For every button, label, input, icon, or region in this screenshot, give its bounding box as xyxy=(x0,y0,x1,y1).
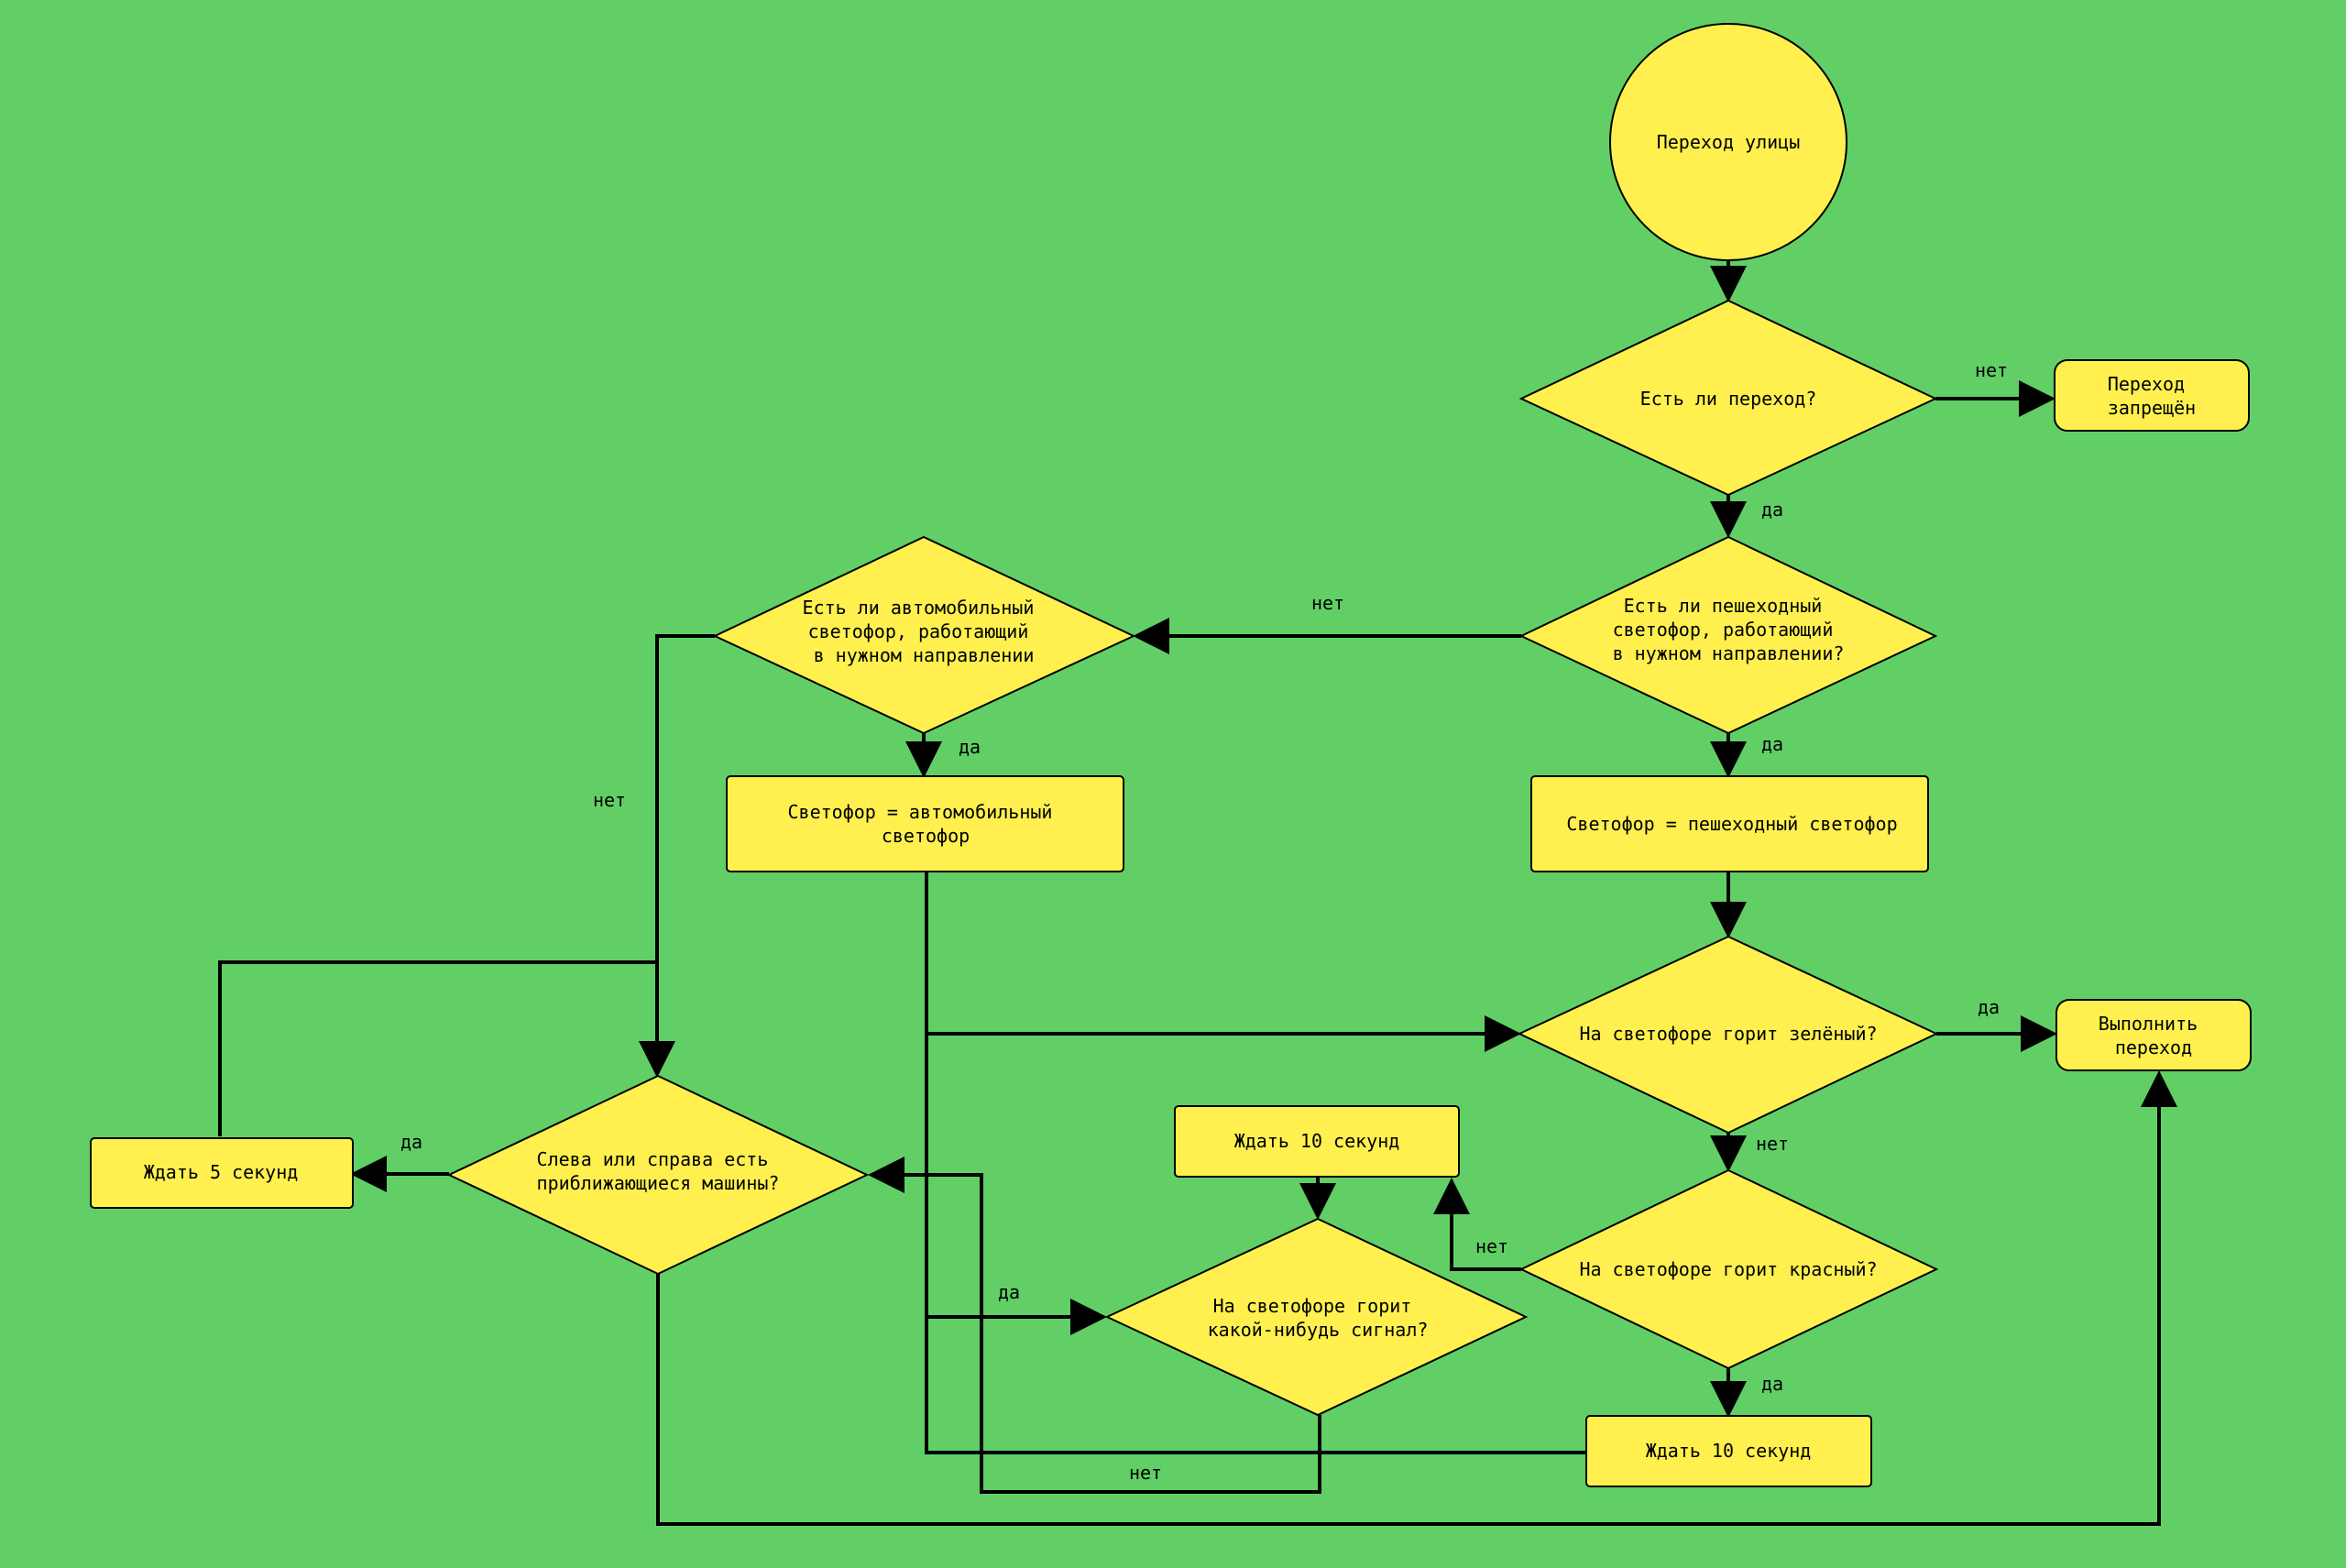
node-red-line: На светофоре горит красный? xyxy=(1579,1258,1877,1280)
box-wait10-top: Ждать 10 секунд xyxy=(1174,1105,1460,1178)
edge-label-crossing-no: нет xyxy=(1975,359,2008,381)
node-do-cross-line-2: переход xyxy=(2115,1036,2192,1058)
node-ped-light-line-2: светофор, работающий xyxy=(1613,619,1834,641)
node-wait10-bottom-label: Ждать 10 секунд xyxy=(1646,1440,1812,1462)
rect-forbidden xyxy=(2054,359,2250,432)
rect-set-ped-light xyxy=(1530,775,1929,872)
edge-signal-no-cars xyxy=(868,1157,1321,1494)
diamond-crossing-exists xyxy=(1518,299,1938,497)
node-cars-approaching-line-2: приближающиеся машины? xyxy=(537,1172,780,1194)
node-forbidden-line-2: запрещён xyxy=(2108,397,2196,419)
node-wait10-top-label: Ждать 10 секунд xyxy=(1234,1130,1400,1152)
rect-wait10-bottom xyxy=(1585,1415,1872,1487)
diamond-green xyxy=(1517,935,1939,1135)
decision-car-light: Есть ли автомобильный светофор, работающ… xyxy=(712,535,1136,735)
node-red-label: На светофоре горит красный? xyxy=(1579,1258,1877,1280)
rect-set-car-light xyxy=(726,775,1124,872)
edges xyxy=(218,261,2177,1526)
box-do-cross: Выполнить переход xyxy=(2055,999,2252,1071)
node-cars-approaching-label: Слева или справа есть приближающиеся маш… xyxy=(537,1148,780,1194)
edge-label-green-no: нет xyxy=(1756,1133,1789,1155)
edge-label-signal-yes: да xyxy=(998,1281,1020,1303)
rect-wait5 xyxy=(90,1137,354,1209)
node-car-light-label: Есть ли автомобильный светофор, работающ… xyxy=(803,597,1046,666)
node-car-light-line-2: светофор, работающий xyxy=(808,620,1029,642)
node-any-signal-label: На светофоре горит какой-нибудь сигнал? xyxy=(1208,1295,1429,1341)
edge-red-no-wait10 xyxy=(1433,1178,1521,1271)
node-cars-approaching-line-1: Слева или справа есть xyxy=(537,1148,769,1170)
node-do-cross-line-1: Выполнить xyxy=(2099,1013,2198,1035)
decision-ped-light: Есть ли пешеходный светофор, работающий … xyxy=(1518,535,1938,735)
edge-label-red-no: нет xyxy=(1475,1235,1508,1257)
edge-label-ped-yes: да xyxy=(1761,733,1783,755)
decision-red: На светофоре горит красный? xyxy=(1518,1168,1939,1370)
node-green-line: На светофоре горит зелёный? xyxy=(1579,1023,1877,1045)
edge-wait10b-loop xyxy=(925,1317,1585,1454)
node-forbidden-label: Переход запрещён xyxy=(2108,373,2196,419)
node-wait5-label: Ждать 5 секунд xyxy=(144,1161,299,1183)
decision-cars-approaching: Слева или справа есть приближающиеся маш… xyxy=(446,1074,870,1276)
edge-label-crossing-yes: да xyxy=(1761,499,1783,521)
node-set-car-light-line-1: Светофор = автомобильный xyxy=(787,801,1052,823)
node-wait10-top-line: Ждать 10 секунд xyxy=(1234,1130,1400,1152)
node-ped-light-line-1: Есть ли пешеходный xyxy=(1624,595,1823,617)
node-set-car-light-label: Светофор = автомобильный светофор xyxy=(787,801,1063,847)
node-start-label: Переход улицы xyxy=(1657,131,1801,153)
edge-label-ped-no: нет xyxy=(1311,592,1344,614)
node-wait10-bottom-line: Ждать 10 секунд xyxy=(1646,1440,1812,1462)
edge-label-car-no: нет xyxy=(593,789,626,811)
edge-label-green-yes: да xyxy=(1978,996,2000,1018)
box-forbidden: Переход запрещён xyxy=(2054,359,2250,432)
rect-do-cross xyxy=(2055,999,2252,1071)
node-wait5-line: Ждать 5 секунд xyxy=(144,1161,299,1183)
node-set-car-light-line-2: светофор xyxy=(882,825,970,847)
diamond-any-signal xyxy=(1104,1217,1529,1417)
start-circle xyxy=(1609,23,1847,261)
node-ped-light-line-3: в нужном направлении? xyxy=(1613,642,1845,664)
box-wait5: Ждать 5 секунд xyxy=(90,1137,354,1209)
edge-label-cars-yes: да xyxy=(400,1131,422,1153)
node-ped-light-label: Есть ли пешеходный светофор, работающий … xyxy=(1613,595,1845,664)
node-car-light-line-1: Есть ли автомобильный xyxy=(803,597,1035,619)
node-green-label: На светофоре горит зелёный? xyxy=(1579,1023,1877,1045)
rect-wait10-top xyxy=(1174,1105,1460,1178)
node-crossing-exists-label: Есть ли переход? xyxy=(1640,388,1817,410)
decision-any-signal: На светофоре горит какой-нибудь сигнал? xyxy=(1104,1217,1529,1417)
node-start-line: Переход улицы xyxy=(1657,131,1801,153)
box-wait10-bottom: Ждать 10 секунд xyxy=(1585,1415,1872,1487)
box-set-ped-light: Светофор = пешеходный светофор xyxy=(1530,775,1929,872)
edge-cars-no-cross xyxy=(656,1070,2177,1526)
edge-labels: нет да нет да да нет да нет нет да да не… xyxy=(400,359,2008,1484)
node-forbidden-line-1: Переход xyxy=(2108,373,2185,395)
diamond-red xyxy=(1518,1168,1939,1370)
diamond-ped-light xyxy=(1518,535,1938,735)
edge-label-car-yes: да xyxy=(959,736,981,758)
node-car-light-line-3: в нужном направлении xyxy=(814,644,1035,666)
edge-wait5-loop xyxy=(218,960,657,1136)
edge-car-no-cars xyxy=(639,634,715,1078)
node-any-signal-line-1: На светофоре горит xyxy=(1213,1295,1412,1317)
box-set-car-light: Светофор = автомобильный светофор xyxy=(726,775,1124,872)
node-any-signal-line-2: какой-нибудь сигнал? xyxy=(1208,1319,1429,1341)
decision-green: На светофоре горит зелёный? xyxy=(1517,935,1939,1135)
diamond-car-light xyxy=(712,535,1136,735)
node-do-cross-label: Выполнить переход xyxy=(2099,1013,2209,1058)
node-set-ped-light-label: Светофор = пешеходный светофор xyxy=(1566,813,1897,835)
node-set-ped-light-line: Светофор = пешеходный светофор xyxy=(1566,813,1897,835)
edge-label-red-yes: да xyxy=(1761,1373,1783,1395)
decision-crossing-exists: Есть ли переход? xyxy=(1518,299,1938,497)
edge-label-signal-no: нет xyxy=(1129,1462,1162,1484)
node-crossing-exists-line: Есть ли переход? xyxy=(1640,388,1817,410)
node-start: Переход улицы xyxy=(1609,23,1847,261)
diamond-cars-approaching xyxy=(446,1074,870,1276)
